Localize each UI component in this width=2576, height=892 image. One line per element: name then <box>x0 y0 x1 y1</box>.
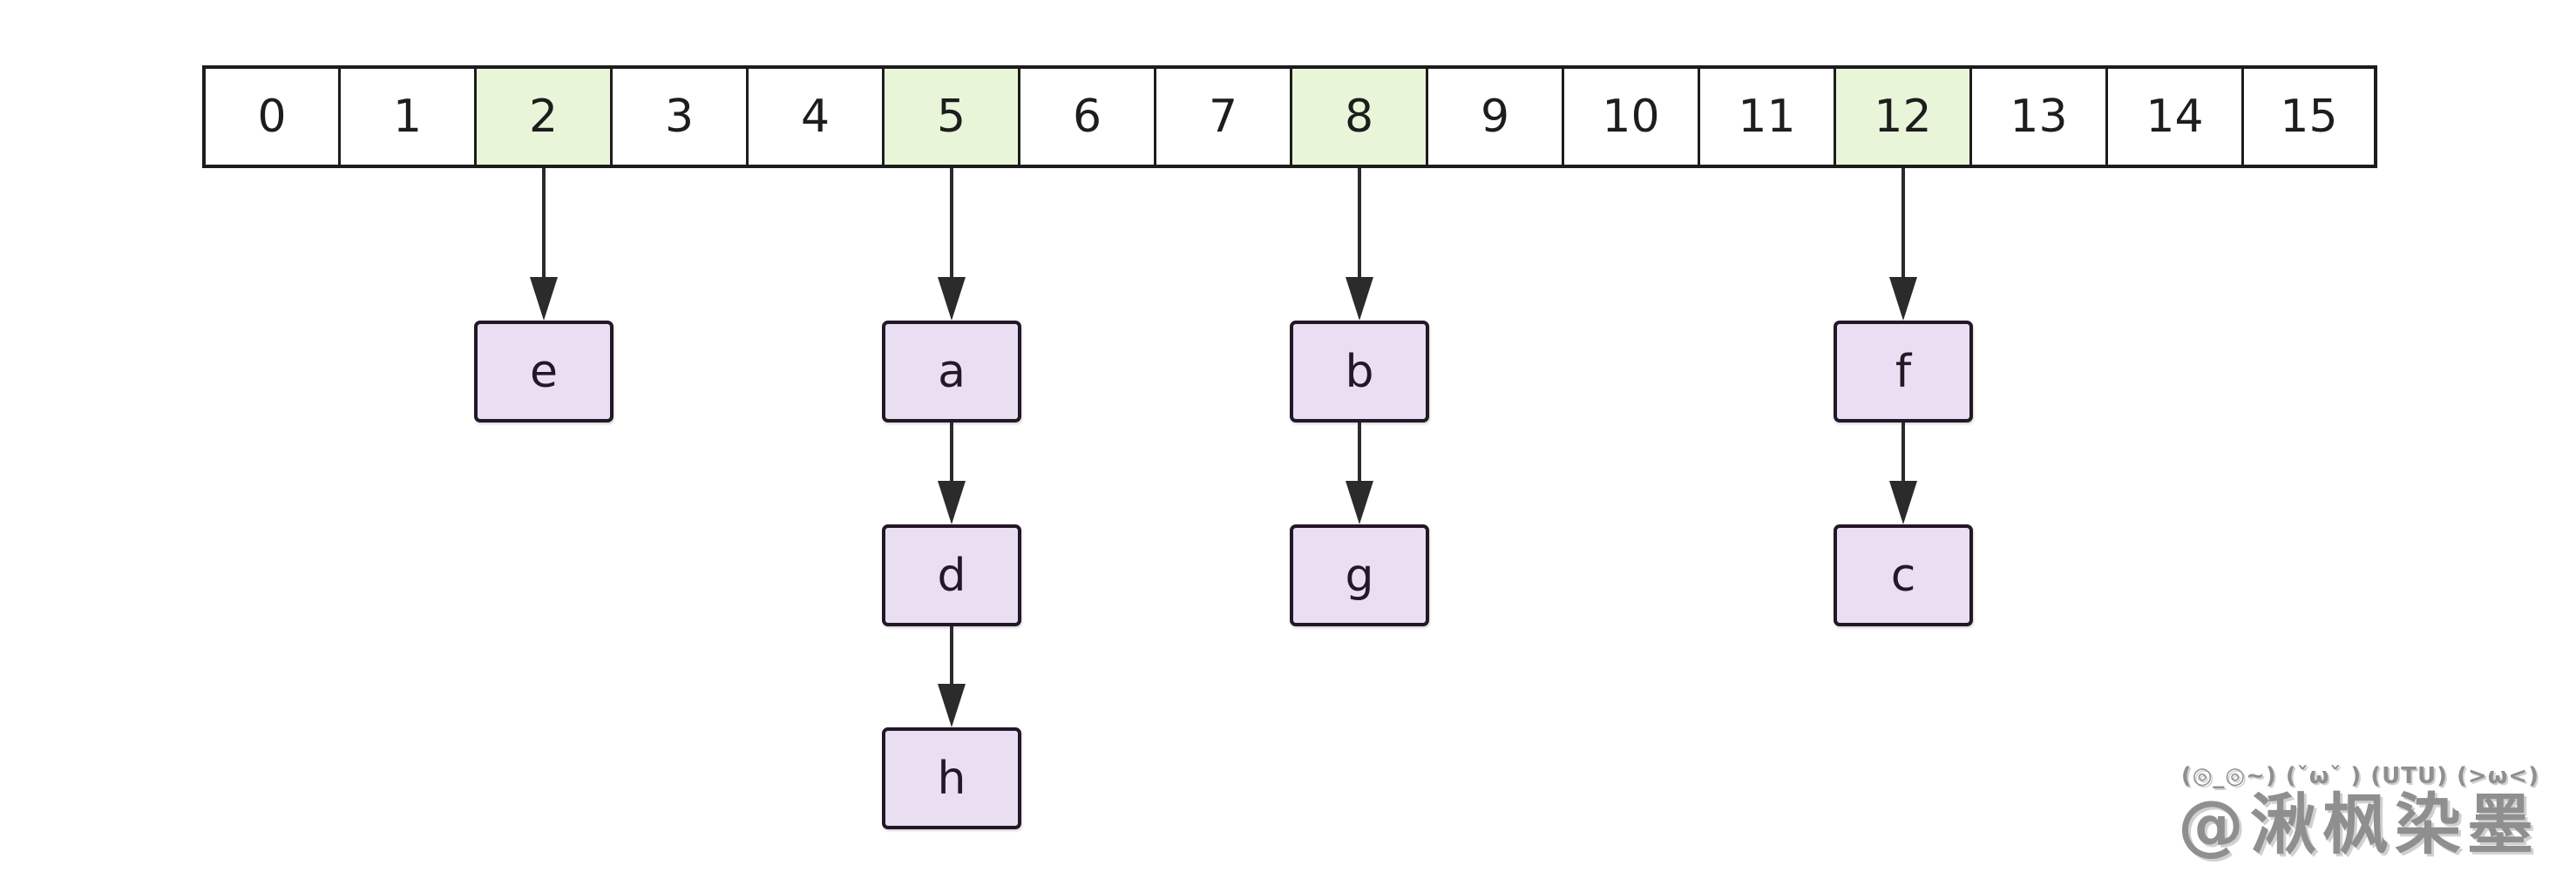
arrow-down-icon <box>937 422 966 524</box>
array-cell-4: 4 <box>746 65 882 168</box>
array-cell-15: 15 <box>2241 65 2377 168</box>
watermark: (◎_◎~) (ˇωˇ ) (UTU) (>ω<) @湫枫染墨 <box>2178 763 2539 864</box>
array-cell-7: 7 <box>1154 65 1290 168</box>
array-cell-3: 3 <box>610 65 746 168</box>
array-cell-2: 2 <box>474 65 610 168</box>
arrow-down-icon <box>1888 422 1918 524</box>
watermark-emoticons: (◎_◎~) (ˇωˇ ) (UTU) (>ω<) <box>2180 763 2539 789</box>
array-cell-0: 0 <box>202 65 338 168</box>
arrow-down-icon <box>1888 168 1918 321</box>
arrow-down-icon <box>1345 168 1374 321</box>
chain-node-f: f <box>1834 321 1973 422</box>
chain-node-g: g <box>1290 524 1429 626</box>
array-cell-10: 10 <box>1562 65 1698 168</box>
array-cell-1: 1 <box>338 65 474 168</box>
chain-node-b: b <box>1290 321 1429 422</box>
array-cell-6: 6 <box>1018 65 1154 168</box>
arrow-down-icon <box>937 168 966 321</box>
array-cell-5: 5 <box>882 65 1018 168</box>
chain-node-d: d <box>882 524 1021 626</box>
array-cell-8: 8 <box>1290 65 1426 168</box>
chain-node-c: c <box>1834 524 1973 626</box>
arrow-down-icon <box>529 168 559 321</box>
arrow-down-icon <box>937 626 966 727</box>
chain-node-e: e <box>474 321 613 422</box>
watermark-handle: @湫枫染墨 <box>2178 786 2539 864</box>
chain-node-h: h <box>882 727 1021 829</box>
array-cell-13: 13 <box>1969 65 2105 168</box>
array-cell-9: 9 <box>1426 65 1562 168</box>
arrow-down-icon <box>1345 422 1374 524</box>
array-cell-11: 11 <box>1698 65 1834 168</box>
chain-node-a: a <box>882 321 1021 422</box>
array-cell-12: 12 <box>1834 65 1969 168</box>
array-cell-14: 14 <box>2105 65 2241 168</box>
